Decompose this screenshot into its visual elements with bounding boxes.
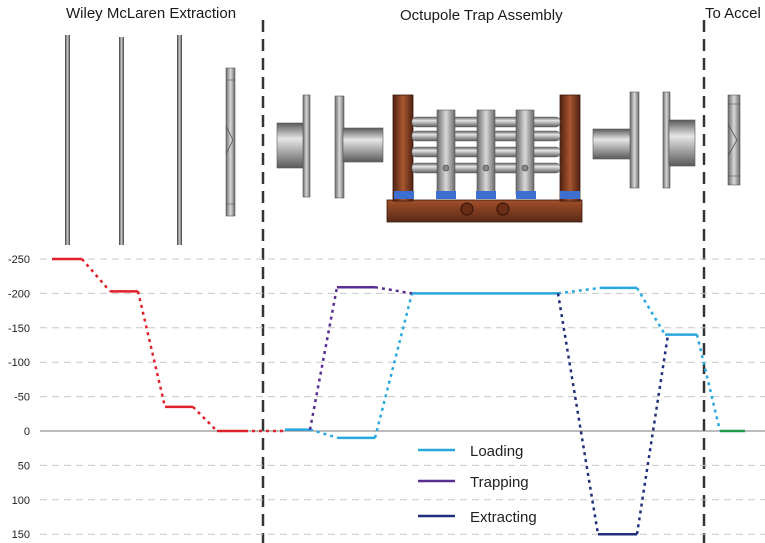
- octupole-trap-assembly: [276, 91, 696, 223]
- extraction-plate-2: [119, 37, 124, 245]
- accel-lens: [727, 94, 741, 186]
- entrance-lens-1: [276, 94, 311, 198]
- transition-segment: [556, 293, 600, 535]
- exit-lens-1: [592, 91, 640, 189]
- series-extraction: [52, 257, 285, 433]
- legend-label-trapping: Trapping: [470, 474, 529, 491]
- extraction-plate-3: [177, 35, 182, 245]
- series-loading: [285, 286, 722, 440]
- y-tick-label: -50: [14, 392, 30, 404]
- grid-lines: [40, 258, 765, 535]
- transition-segment: [695, 334, 722, 432]
- exit-lens-2: [662, 91, 696, 189]
- extraction-einzel-lens: [225, 67, 236, 217]
- wiley-mclaren-electrodes: [65, 35, 236, 245]
- series-extracting: [556, 293, 670, 536]
- transition-segment: [373, 293, 414, 439]
- series-trapping: [308, 285, 413, 430]
- y-tick-label: 0: [24, 426, 30, 438]
- extraction-plate-1: [65, 35, 70, 245]
- transition-segment: [635, 334, 670, 535]
- entrance-lens-2: [334, 95, 384, 199]
- transition-segment: [81, 258, 111, 293]
- transition-segment: [309, 428, 339, 440]
- y-tick-label: -250: [8, 254, 30, 266]
- octupole-support-plates: [436, 109, 535, 196]
- legend-label-extracting: Extracting: [470, 509, 537, 526]
- y-tick-labels: -250 -200 -150 -100 -50 0 50 100 150: [8, 254, 30, 541]
- section-title-octupole-trap: Octupole Trap Assembly: [400, 7, 563, 24]
- y-tick-label: -100: [8, 357, 30, 369]
- y-tick-label: 100: [12, 495, 30, 507]
- section-title-wiley-mclaren: Wiley McLaren Extraction: [66, 5, 236, 22]
- transition-segment: [557, 286, 601, 295]
- legend: Loading Trapping Extracting: [418, 443, 537, 526]
- y-tick-label: 150: [12, 529, 30, 541]
- copper-end-plate-left: [392, 94, 414, 202]
- transition-segment: [374, 285, 413, 295]
- copper-mount-base: [386, 199, 583, 223]
- potential-series: [52, 257, 745, 536]
- potential-chart: -250 -200 -150 -100 -50 0 50 100 150: [8, 254, 765, 541]
- section-title-to-accel: To Accel: [705, 5, 761, 22]
- copper-end-plate-right: [559, 94, 581, 202]
- transition-segment: [308, 286, 339, 430]
- transition-segment: [635, 287, 667, 336]
- y-tick-label: 50: [18, 460, 30, 472]
- legend-label-loading: Loading: [470, 443, 523, 460]
- transition-segment: [192, 406, 218, 432]
- transition-segment: [136, 291, 167, 408]
- insulator-spacers: [394, 191, 580, 199]
- y-tick-label: -150: [8, 323, 30, 335]
- y-tick-label: -200: [8, 288, 30, 300]
